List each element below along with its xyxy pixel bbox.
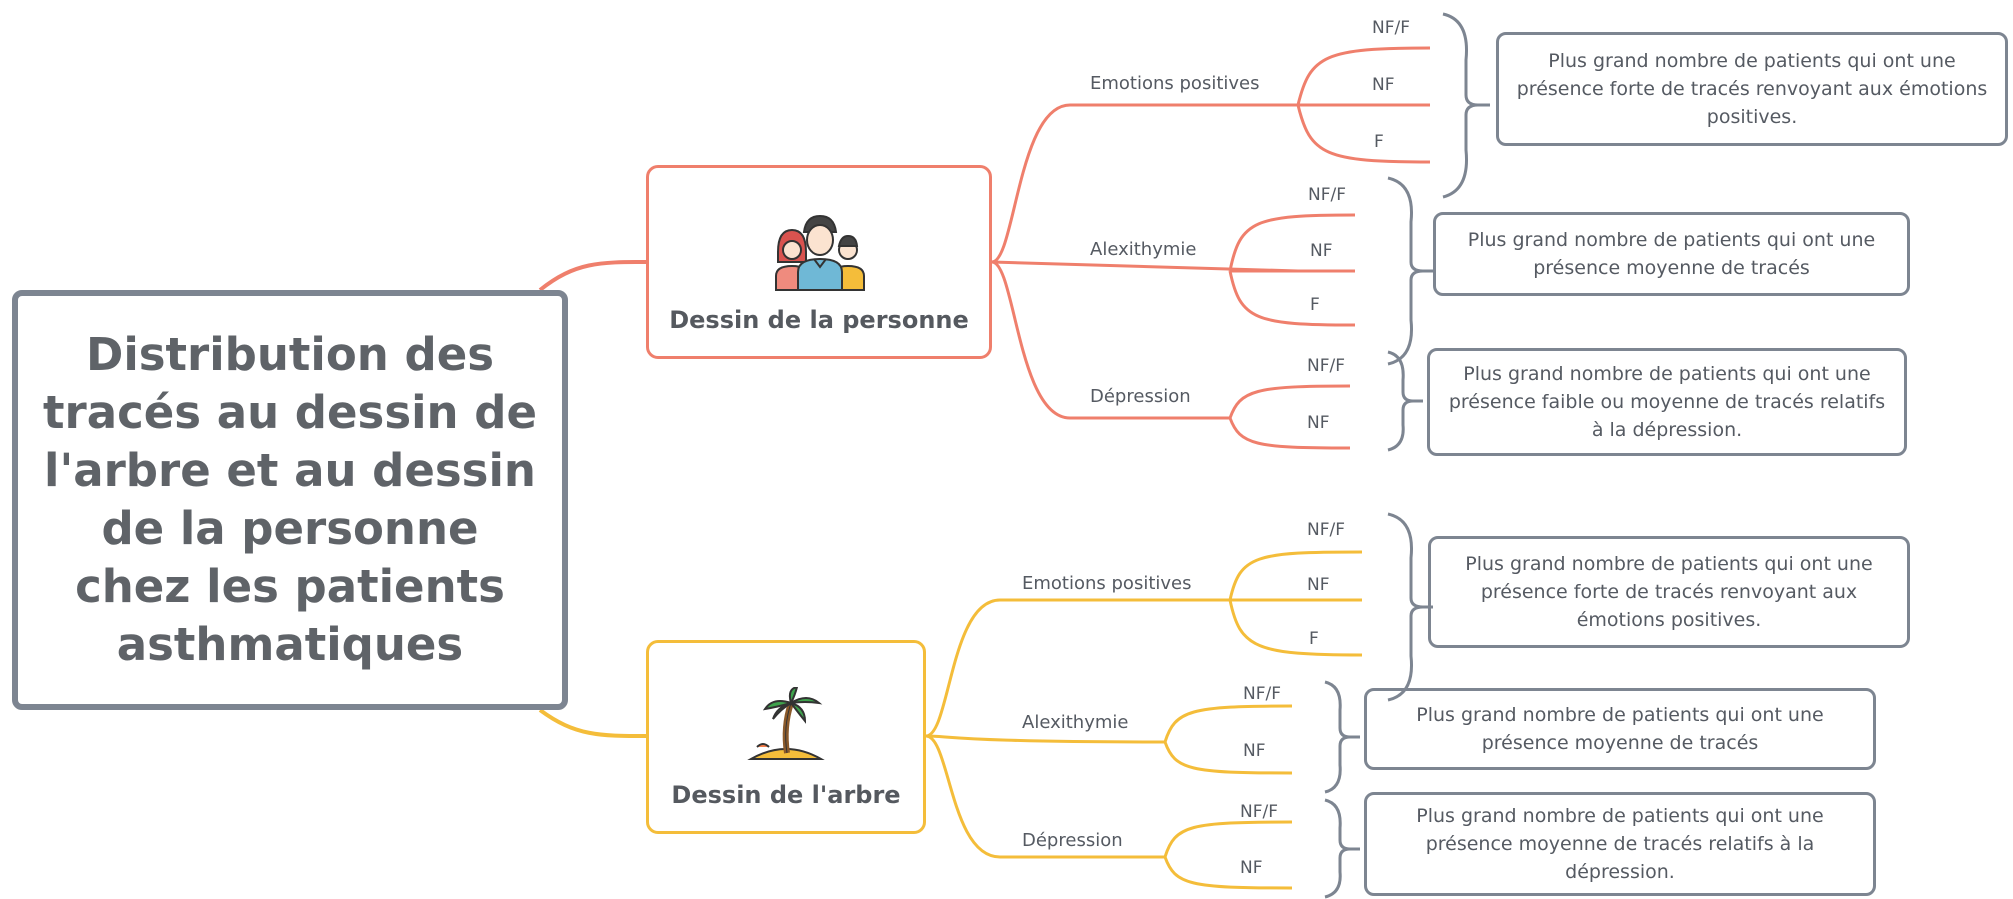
tree-branch-label: Emotions positives [1022,573,1192,594]
root-title-box: Distribution des tracés au dessin de l'a… [12,290,568,710]
person-drawing-label: Dessin de la personne [669,306,969,334]
tree-trunk [925,598,1230,738]
level-label: F [1309,629,1319,649]
level-label: F [1310,295,1320,315]
bracket-group [1324,12,1490,899]
tree-drawing-node: Dessin de l'arbre [646,640,926,834]
level-label: NF/F [1308,185,1347,205]
level-label: NF/F [1307,356,1346,376]
summary-text: Plus grand nombre de patients qui ont un… [1516,50,1988,128]
palm-tree-island-icon [747,687,825,760]
root-title: Distribution des tracés au dessin de l'a… [43,328,537,671]
person-trunk [991,103,1298,264]
tree-drawing-label: Dessin de l'arbre [671,781,901,809]
summary-box: Plus grand nombre de patients qui ont un… [1427,348,1907,456]
person-branch-label: Emotions positives [1090,73,1260,94]
level-label: NF/F [1240,802,1279,822]
tree-trunk [925,734,1165,859]
people-group-icon [775,214,865,291]
level-label: NF [1243,741,1266,761]
tree-trunk [925,734,1166,744]
summary-text: Plus grand nombre de patients qui ont un… [1416,704,1824,754]
root-to-person-connector [538,260,647,292]
level-label: NF [1372,75,1395,95]
summary-box: Plus grand nombre de patients qui ont un… [1428,536,1910,648]
root-to-tree-connector [538,708,647,738]
level-label: NF/F [1243,684,1282,704]
person-branch-label: Alexithymie [1090,239,1197,260]
level-label: NF [1240,858,1263,878]
level-label: NF/F [1372,18,1411,38]
summary-box: Plus grand nombre de patients qui ont un… [1364,792,1876,896]
summary-text: Plus grand nombre de patients qui ont un… [1448,363,1886,441]
tree-branch-label: Alexithymie [1022,712,1129,733]
summary-box: Plus grand nombre de patients qui ont un… [1433,212,1910,296]
level-label: NF [1307,575,1330,595]
level-label: NF [1307,413,1330,433]
person-drawing-node: Dessin de la personne [646,165,992,359]
summary-box: Plus grand nombre de patients qui ont un… [1496,32,2008,146]
tree-branch-label: Dépression [1022,830,1123,851]
person-trunk [991,260,1230,420]
level-label: NF/F [1307,520,1346,540]
person-branch-label: Dépression [1090,386,1191,407]
summary-text: Plus grand nombre de patients qui ont un… [1465,553,1873,631]
summary-text: Plus grand nombre de patients qui ont un… [1467,229,1876,279]
summary-box: Plus grand nombre de patients qui ont un… [1364,688,1876,770]
summary-text: Plus grand nombre de patients qui ont un… [1416,805,1824,883]
level-label: NF [1310,241,1333,261]
level-label: F [1374,132,1384,152]
